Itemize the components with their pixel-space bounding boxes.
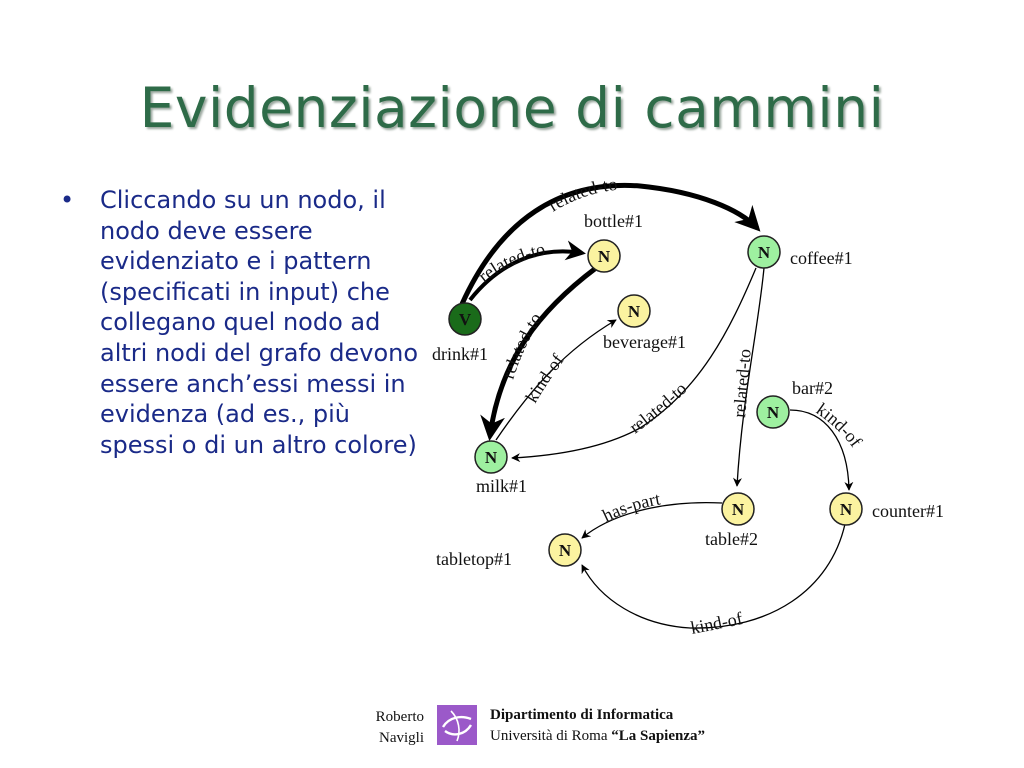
footer-department: Dipartimento di Informatica Università d… [490,705,705,747]
author-first-name: Roberto [375,709,424,725]
department-name: Dipartimento di Informatica [490,707,674,723]
node-beverage[interactable]: N beverage#1 [603,294,686,352]
edge-label: kind-of [689,608,744,638]
node-circle [587,239,621,273]
node-label: milk#1 [476,476,527,496]
bullet-dot-icon: • [60,186,75,214]
node-letter: N [598,247,611,266]
node-label: bar#2 [792,378,833,398]
node-letter: N [485,448,498,467]
slide-title: Evidenziazione di cammini [139,76,885,140]
node-label: beverage#1 [603,332,686,352]
node-drink[interactable]: V drink#1 [432,302,488,364]
node-label: drink#1 [432,344,488,364]
edge-drink-coffee: related-to [459,174,761,306]
node-milk[interactable]: N milk#1 [474,440,527,496]
node-letter: N [767,403,780,422]
author-last-name: Navigli [379,730,424,746]
node-circle [448,302,482,336]
node-label: table#2 [705,529,758,549]
edge-label: related-to [474,239,547,286]
node-letter: N [732,500,745,519]
node-letter: N [758,243,771,262]
node-circle [474,440,508,474]
edge-bottle-milk: related-to [480,266,598,441]
node-label: counter#1 [872,501,944,521]
edge-label: has-part [599,488,662,525]
bullet-list: • Cliccando su un nodo, il nodo deve ess… [60,185,420,460]
node-bar[interactable]: N bar#2 [756,378,833,429]
edge-label: related-to [729,348,755,418]
edge-label: related-to [545,174,618,215]
node-circle [829,492,863,526]
node-label: tabletop#1 [436,549,512,569]
edge-table-tabletop: has-part [581,488,723,539]
node-coffee[interactable]: N coffee#1 [747,235,853,269]
university-prefix: Università di Roma [490,728,612,744]
edge-label: related-to [625,378,690,437]
node-letter: N [559,541,572,560]
node-tabletop[interactable]: N tabletop#1 [436,533,582,569]
node-bottle[interactable]: N bottle#1 [584,211,643,273]
node-label: coffee#1 [790,248,853,268]
node-label: bottle#1 [584,211,643,231]
node-letter: V [459,310,472,329]
university-line: Università di Roma “La Sapienza” [490,728,705,744]
edge-coffee-table: related-to [729,267,765,487]
node-circle [617,294,651,328]
node-letter: N [840,500,853,519]
footer-author: Roberto Navigli [376,707,424,749]
university-name: “La Sapienza” [611,728,705,744]
node-counter[interactable]: N counter#1 [829,492,944,526]
edge-label: kind-of [521,350,567,406]
bullet-text: Cliccando su un nodo, il nodo deve esser… [100,186,419,459]
node-circle [747,235,781,269]
node-letter: N [628,302,641,321]
node-table[interactable]: N table#2 [705,492,758,549]
node-circle [756,395,790,429]
bullet-item: • Cliccando su un nodo, il nodo deve ess… [60,185,420,460]
sapienza-logo-icon [437,705,477,745]
edge-bar-counter: kind-of [789,399,866,491]
node-circle [721,492,755,526]
node-circle [548,533,582,567]
